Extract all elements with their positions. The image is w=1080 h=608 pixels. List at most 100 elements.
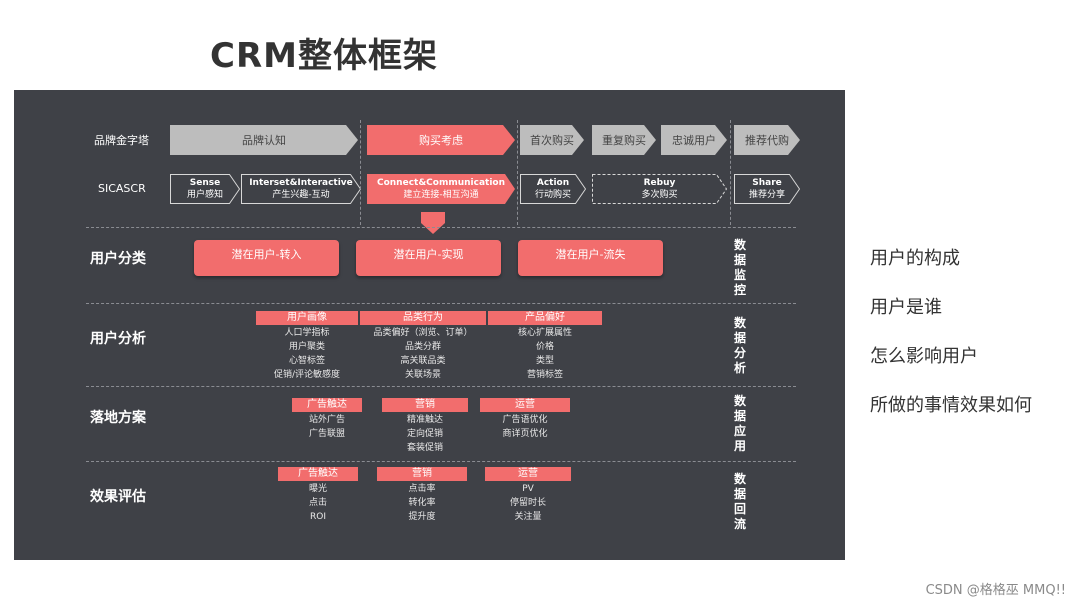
sicascr-stage-en: Connect&Communication [376,178,506,188]
pyramid-stage-consideration: 购买考虑 [367,125,515,155]
chevron-outline-icon [520,174,586,204]
sicascr-stage-connect: Connect&Communication 建立连接-相互沟通 [367,174,515,204]
evaluation-header-operations: 运营 [485,467,571,481]
divider [517,120,518,225]
sicascr-stage-share: Share 推荐分享 [734,174,800,204]
list-item: 转化率 [408,498,436,508]
list-item: 人口学指标 [284,328,330,338]
evaluation-header-marketing: 营销 [377,467,467,481]
chevron-dashed-outline-icon [592,174,727,204]
watermark: CSDN @格格巫 MMQ!! [925,583,1066,598]
list-item: 停留时长 [509,498,546,508]
analysis-list-profile: 人口学指标 用户聚类 心智标签 促销/评论敏感度 [256,326,358,382]
sicascr-stage-en: Sense [189,178,221,188]
section-label-landing: 落地方案 [90,410,146,426]
list-item: 广告语优化 [502,415,548,425]
list-item: 用户聚类 [288,342,325,352]
list-item: 营销标签 [526,370,563,380]
list-item: 站外广告 [308,415,345,425]
landing-header-marketing: 营销 [382,398,468,412]
sicascr-stage-cn: 建立连接-相互沟通 [403,190,479,200]
page-title: CRM整体框架 [210,36,438,76]
divider [360,120,361,225]
side-label-monitoring: 数据监控 [733,238,746,297]
list-item: 曝光 [308,484,327,494]
list-item: 套装促销 [406,443,443,453]
pyramid-stage-awareness: 品牌认知 [170,125,358,155]
classification-box-inflow: 潜在用户-转入 [194,240,339,276]
list-item: 价格 [535,342,554,352]
divider [86,227,796,228]
sicascr-stage-en: Action [536,178,570,188]
list-item: 促销/评论敏感度 [273,370,341,380]
pyramid-stage-label: 推荐代购 [745,134,789,147]
down-arrow-icon [421,212,445,234]
analysis-header-category: 品类行为 [360,311,486,325]
list-item: 商详页优化 [502,429,548,439]
pyramid-stage-first-purchase: 首次购买 [520,125,584,155]
list-item: 心智标签 [288,356,325,366]
list-item: 品类分群 [404,342,441,352]
list-item: 精准触达 [406,415,443,425]
side-label-analysis: 数据分析 [733,316,746,375]
list-item: 广告联盟 [308,429,345,439]
pyramid-stage-repeat-purchase: 重复购买 [592,125,656,155]
landing-list-marketing: 精准触达 定向促销 套装促销 [382,413,468,455]
pyramid-stage-label: 首次购买 [530,134,574,147]
note-who-is-user: 用户是谁 [870,297,942,318]
side-label-feedback: 数据回流 [733,472,746,531]
list-item: 关注量 [514,512,542,522]
analysis-header-profile: 用户画像 [256,311,358,325]
sicascr-stage-cn: 推荐分享 [748,190,785,200]
sicascr-stage-rebuy: Rebuy 多次购买 [592,174,727,204]
pyramid-stage-loyal-user: 忠诚用户 [661,125,727,155]
evaluation-header-ads: 广告触达 [278,467,358,481]
sicascr-stage-cn: 产生兴趣-互动 [272,190,330,200]
list-item: 提升度 [408,512,436,522]
sicascr-stage-interest: Interset&Interactive 产生兴趣-互动 [241,174,361,204]
sicascr-stage-en: Rebuy [643,178,676,188]
sicascr-row-label: SICASCR [98,182,146,195]
section-label-classification: 用户分类 [90,251,146,267]
sicascr-stage-sense: Sense 用户感知 [170,174,240,204]
pyramid-stage-referral: 推荐代购 [734,125,800,155]
divider [730,120,731,225]
divider [86,461,796,462]
evaluation-list-ads: 曝光 点击 ROI [278,482,358,524]
analysis-header-product: 产品偏好 [488,311,602,325]
list-item: PV [522,484,534,494]
list-item: 品类偏好（浏览、订单） [373,328,473,338]
list-item: 高关联品类 [400,356,446,366]
crm-framework-panel: 品牌金字塔 SICASCR 品牌认知 购买考虑 首次购买 重复购买 忠诚用户 推… [14,90,845,560]
list-item: 关联场景 [404,370,441,380]
pyramid-row-label: 品牌金字塔 [94,134,149,147]
sicascr-stage-en: Share [752,178,782,188]
list-item: 核心扩展属性 [517,328,572,338]
list-item: 点击 [308,498,327,508]
pyramid-stage-label: 购买考虑 [419,134,463,147]
classification-box-realized: 潜在用户-实现 [356,240,501,276]
section-label-analysis: 用户分析 [90,331,146,347]
divider [86,303,796,304]
analysis-list-product: 核心扩展属性 价格 类型 营销标签 [488,326,602,382]
evaluation-list-marketing: 点击率 转化率 提升度 [377,482,467,524]
list-item: 类型 [535,356,554,366]
pyramid-stage-label: 品牌认知 [242,134,286,147]
sicascr-stage-action: Action 行动购买 [520,174,586,204]
evaluation-list-operations: PV 停留时长 关注量 [485,482,571,524]
landing-list-ads: 站外广告 广告联盟 [292,413,362,441]
list-item: ROI [310,512,326,522]
chevron-outline-icon [241,174,361,204]
landing-header-ads: 广告触达 [292,398,362,412]
sicascr-stage-cn: 用户感知 [186,190,223,200]
divider [86,386,796,387]
chevron-outline-icon [170,174,240,204]
pyramid-stage-label: 重复购买 [602,134,646,147]
note-user-composition: 用户的构成 [870,248,960,269]
note-influence-user: 怎么影响用户 [870,346,978,367]
sicascr-stage-cn: 多次购买 [641,190,678,200]
landing-header-operations: 运营 [480,398,570,412]
list-item: 点击率 [408,484,436,494]
chevron-outline-icon [734,174,800,204]
sicascr-stage-cn: 行动购买 [534,190,571,200]
